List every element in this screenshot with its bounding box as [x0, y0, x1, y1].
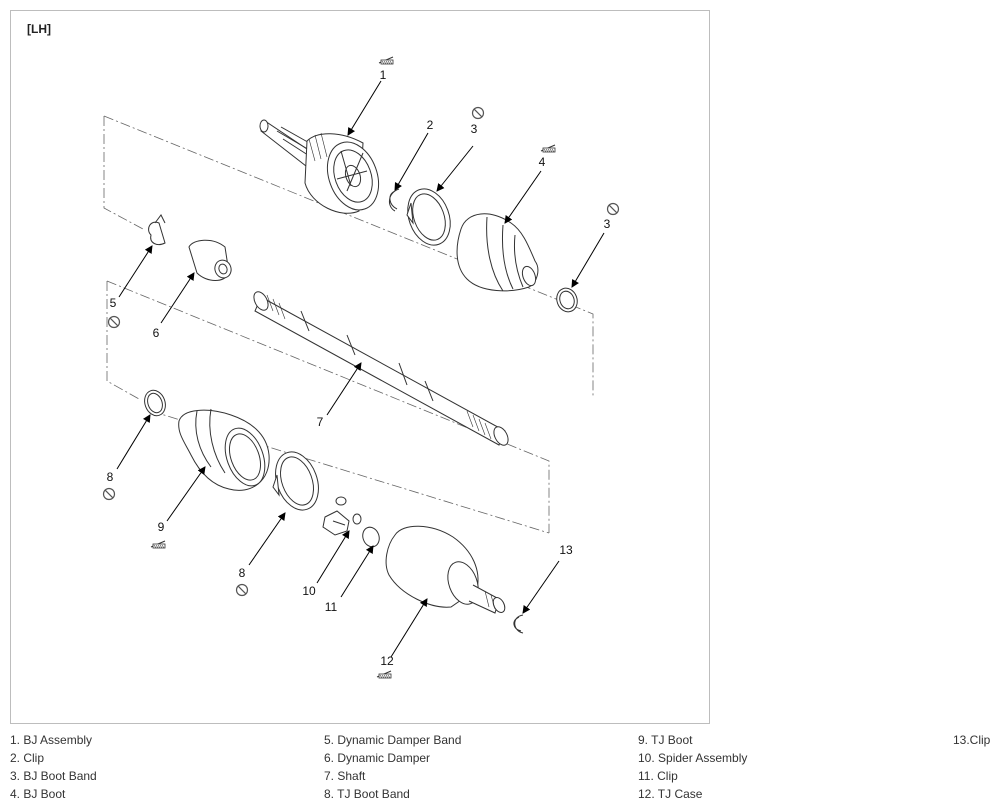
tj-boot-band-large — [272, 451, 319, 511]
callout-3b: 3 — [604, 217, 611, 231]
phantom-outline-upper — [103, 115, 594, 396]
legend-item: 4. BJ Boot — [10, 787, 66, 801]
do-not-reuse-icon — [107, 315, 121, 329]
legend-column-1: 1. BJ Assembly 2. Clip 3. BJ Boot Band 4… — [10, 731, 97, 803]
callout-10: 10 — [302, 584, 316, 598]
legend-column-3: 9. TJ Boot 10. Spider Assembly 11. Clip … — [638, 731, 747, 803]
callout-7: 7 — [317, 415, 324, 429]
legend-item: 11. Clip — [638, 769, 678, 783]
do-not-reuse-icon — [606, 202, 620, 216]
side-tag: [LH] — [27, 22, 51, 36]
legend-item: 1. BJ Assembly — [10, 733, 93, 747]
bj-boot-band — [406, 188, 451, 246]
tj-boot-band — [144, 389, 166, 417]
legend-item: 3. BJ Boot Band — [10, 769, 97, 783]
do-not-reuse-icon — [471, 106, 485, 120]
legend-item: 7. Shaft — [324, 769, 366, 783]
legend-item: 13.Clip — [953, 733, 991, 747]
callout-12: 12 — [380, 654, 394, 668]
callout-8: 8 — [107, 470, 114, 484]
callout-6: 6 — [153, 326, 160, 340]
do-not-reuse-icon — [235, 583, 249, 597]
tj-clip — [362, 526, 380, 548]
callout-2: 2 — [427, 118, 434, 132]
tj-case-clip — [513, 614, 524, 634]
callout-3: 3 — [471, 122, 478, 136]
callout-5: 5 — [110, 296, 117, 310]
callout-11: 11 — [325, 600, 338, 614]
legend-item: 12. TJ Case — [638, 787, 703, 801]
diagram-canvas: [LH] — [27, 22, 620, 679]
grease-tube-icon — [150, 540, 166, 549]
callout-1: 1 — [380, 68, 387, 82]
legend-item: 10. Spider Assembly — [638, 751, 748, 765]
spider-assembly — [322, 496, 362, 536]
legend-column-4: 13.Clip — [953, 731, 990, 749]
bj-boot-band-small — [556, 287, 578, 313]
legend-column-2: 5. Dynamic Damper Band 6. Dynamic Damper… — [324, 731, 461, 803]
grease-tube-icon — [378, 56, 394, 65]
phantom-outline-lower — [106, 280, 550, 534]
bj-assembly — [259, 119, 380, 214]
callout-numbers: 1 2 3 4 3 5 6 7 8 9 8 10 11 12 13 — [107, 68, 611, 668]
bj-boot — [456, 213, 539, 292]
legend-item: 8. TJ Boot Band — [324, 787, 410, 801]
legend-item: 6. Dynamic Damper — [324, 751, 431, 765]
callout-13: 13 — [559, 543, 573, 557]
do-not-reuse-icon — [102, 487, 116, 501]
grease-tube-icon — [376, 670, 392, 679]
dynamic-damper-band — [148, 214, 166, 246]
tj-boot — [178, 408, 270, 491]
bj-clip — [389, 188, 400, 212]
leader-lines — [116, 80, 605, 658]
exploded-diagram: [LH] — [10, 10, 710, 724]
callout-4: 4 — [539, 155, 546, 169]
tj-case — [385, 525, 506, 614]
callout-8b: 8 — [239, 566, 246, 580]
parts-legend: 1. BJ Assembly 2. Clip 3. BJ Boot Band 4… — [10, 731, 1000, 803]
legend-item: 2. Clip — [10, 751, 45, 765]
callout-9: 9 — [158, 520, 165, 534]
legend-item: 9. TJ Boot — [638, 733, 693, 747]
shaft — [253, 291, 509, 446]
legend-item: 5. Dynamic Damper Band — [324, 733, 462, 747]
dynamic-damper — [188, 239, 232, 281]
grease-tube-icon — [540, 144, 556, 153]
